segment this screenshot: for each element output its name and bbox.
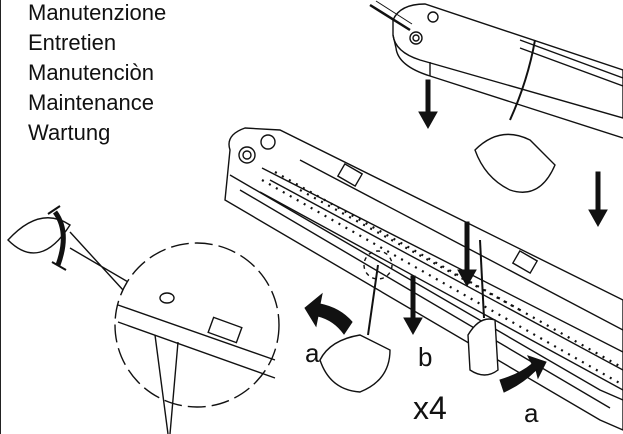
arrow-down-cover-left bbox=[418, 79, 438, 130]
screwdriver-handle bbox=[467, 318, 499, 376]
arrow-rotate-left bbox=[304, 292, 353, 335]
left-border-line bbox=[0, 0, 1, 434]
upper-hand-illustration bbox=[474, 133, 556, 193]
arrow-down-cover-right bbox=[588, 171, 608, 228]
eye-icon bbox=[7, 205, 71, 271]
label-a-right: a bbox=[524, 398, 539, 428]
title-en: Maintenance bbox=[28, 90, 154, 115]
upper-screwdriver bbox=[509, 39, 536, 121]
arrow-down-b bbox=[403, 275, 423, 336]
title-de: Wartung bbox=[28, 120, 111, 145]
arrow-rotate-right bbox=[499, 355, 547, 393]
title-es: Manutenciòn bbox=[28, 60, 154, 85]
label-a-left: a bbox=[305, 338, 320, 368]
title-fr: Entretien bbox=[28, 30, 117, 55]
right-screwdriver-shaft bbox=[479, 239, 485, 319]
left-hand-illustration bbox=[319, 334, 391, 393]
zoom-detail-circle bbox=[114, 242, 280, 434]
lamp-cover-illustration bbox=[369, 0, 623, 139]
detail-marker-circle bbox=[363, 250, 393, 280]
left-screwdriver bbox=[367, 264, 379, 336]
arrow-down-center bbox=[457, 221, 477, 288]
fixture-body-illustration bbox=[224, 127, 623, 431]
label-b: b bbox=[418, 342, 433, 372]
label-x4: x4 bbox=[413, 390, 447, 426]
title-it: Manutenzione bbox=[28, 0, 167, 25]
section-titles: Manutenzione Entretien Manutenciòn Maint… bbox=[28, 0, 166, 148]
